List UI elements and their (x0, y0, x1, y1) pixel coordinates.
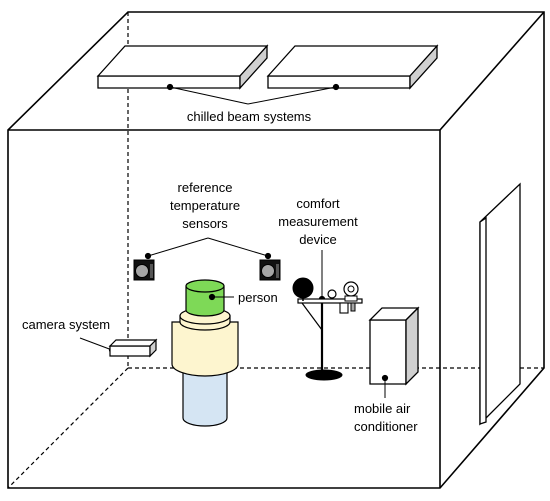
chilled-beam-leaders (166, 83, 340, 105)
mobile-air-conditioner (368, 306, 420, 386)
device-crossbar (297, 298, 363, 304)
person-figure (171, 279, 239, 427)
air-conditioner-label-line-1: mobile air (354, 401, 411, 416)
globe-thermometer (292, 277, 314, 299)
room-right-top-edge (439, 11, 545, 131)
sensors-label-line-2: temperature (170, 198, 240, 213)
comfort-label-line-3: device (299, 232, 337, 247)
person-body (171, 321, 239, 377)
camera-device (108, 338, 158, 358)
chilled-beam-panel-left (96, 44, 269, 90)
camera-label: camera system (22, 317, 110, 332)
person-label: person (238, 290, 278, 305)
comfort-measurement-device (292, 277, 363, 381)
device-base (305, 369, 343, 381)
temperature-sensor-right (259, 259, 281, 281)
chilled-beam-label: chilled beam systems (187, 109, 312, 124)
temperature-sensor-left (133, 259, 155, 281)
wall-panel (479, 182, 521, 426)
chilled-beam-panel-right (266, 44, 439, 90)
comfort-label-line-1: comfort (296, 196, 340, 211)
sensor-leaders (144, 237, 272, 260)
air-conditioner-label-line-2: conditioner (354, 419, 418, 434)
air-conditioner-leader (381, 374, 389, 398)
room-box (7, 11, 545, 489)
person-leader (208, 293, 234, 301)
comfort-label-line-2: measurement (278, 214, 358, 229)
sensors-label-line-1: reference (178, 180, 233, 195)
person-head (185, 285, 225, 317)
comfort-leader (318, 250, 326, 303)
sensors-label-line-3: sensors (182, 216, 228, 231)
